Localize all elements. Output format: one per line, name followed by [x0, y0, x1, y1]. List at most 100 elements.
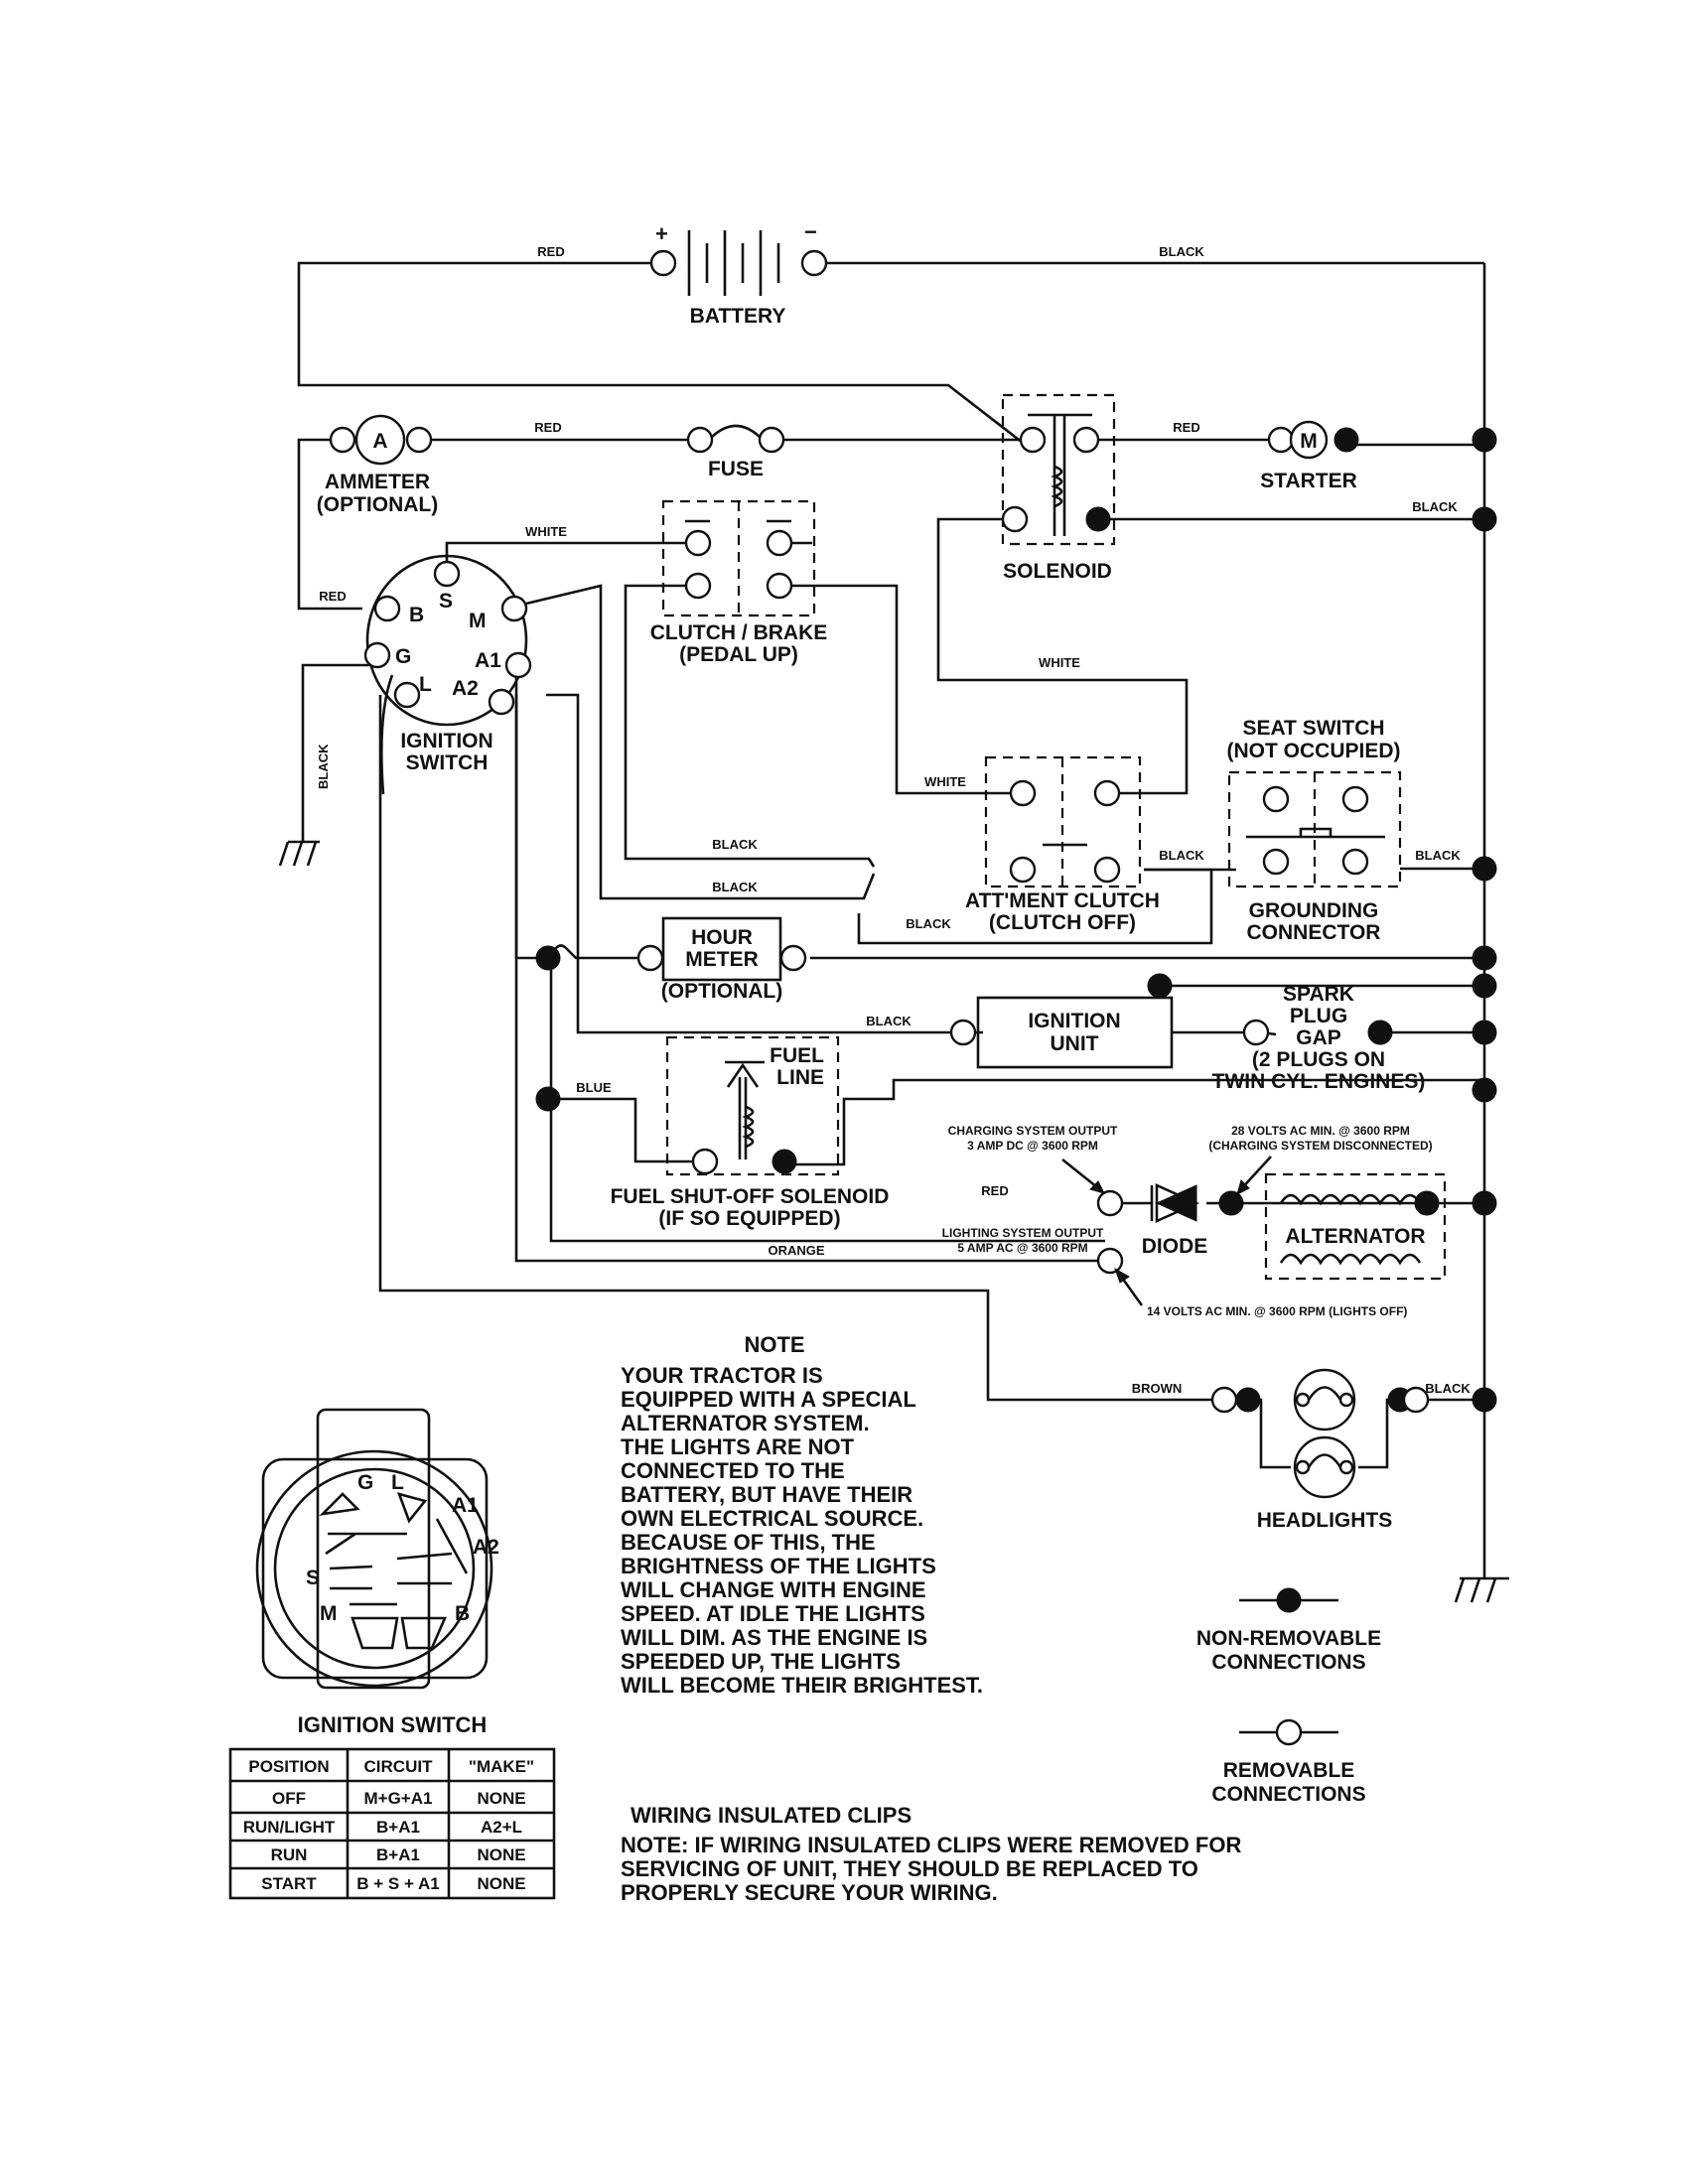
legend-removable-sublabel: CONNECTIONS: [1211, 1783, 1365, 1806]
ground-symbol-right: [1454, 1576, 1509, 1603]
note-line: BECAUSE OF THIS, THE: [621, 1530, 876, 1555]
grounding-connector-sublabel: CONNECTOR: [1247, 921, 1381, 944]
wire-label-red-charging: RED: [981, 1183, 1008, 1198]
attachment-clutch-switch: ATT'MENT CLUTCH (CLUTCH OFF): [965, 755, 1160, 934]
spark-plug-label-1: SPARK: [1283, 983, 1354, 1006]
legend-removable-label: REMOVABLE: [1223, 1759, 1355, 1782]
note-line: OWN ELECTRICAL SOURCE.: [621, 1506, 923, 1531]
wire-label-white-clutch: WHITE: [525, 524, 567, 539]
hour-meter: HOUR METER (OPTIONAL): [636, 916, 807, 1003]
note-line: SPEEDED UP, THE LIGHTS: [621, 1649, 901, 1674]
ignition-unit-sublabel: UNIT: [1051, 1032, 1099, 1055]
clutch-brake-switch: CLUTCH / BRAKE (PEDAL UP): [650, 499, 828, 666]
seat-switch-label: SEAT SWITCH: [1242, 717, 1384, 740]
solenoid-label: SOLENOID: [1003, 560, 1112, 583]
table-header: POSITION: [248, 1757, 329, 1776]
diode-label: DIODE: [1142, 1235, 1208, 1258]
wire-label-black-clutch-2: BLACK: [712, 880, 758, 894]
ignition-switch-face: G L A1 A2 S M B: [255, 1408, 499, 1690]
alternator-rating-sublabel: (CHARGING SYSTEM DISCONNECTED): [1208, 1139, 1432, 1153]
table-header: "MAKE": [469, 1757, 534, 1776]
note-line: EQUIPPED WITH A SPECIAL: [621, 1387, 916, 1412]
wire-label-blue: BLUE: [576, 1080, 612, 1095]
charging-output-rating: 3 AMP DC @ 3600 RPM: [967, 1139, 1098, 1153]
wire-label-red-battery: RED: [537, 244, 564, 259]
wire-label-black-battery: BLACK: [1159, 244, 1204, 259]
spark-plug-label-2: PLUG: [1290, 1005, 1347, 1027]
table-cell: NONE: [477, 1874, 525, 1893]
ignition-switch-schematic: B S M G A1 L A2 IGNITION SWITCH: [363, 554, 532, 795]
fuse-label: FUSE: [708, 458, 764, 480]
table-cell: RUN: [271, 1845, 308, 1864]
ignition-terminal-s: S: [439, 590, 453, 613]
starter: M STARTER: [1260, 420, 1359, 492]
table-header: CIRCUIT: [364, 1757, 434, 1776]
note-line: SPEED. AT IDLE THE LIGHTS: [621, 1601, 925, 1626]
switch-face-g: G: [357, 1471, 373, 1494]
solenoid: SOLENOID: [1001, 393, 1116, 583]
alternator-rating-label: 28 VOLTS AC MIN. @ 3600 RPM: [1231, 1124, 1410, 1138]
note-block: NOTE YOUR TRACTOR IS EQUIPPED WITH A SPE…: [621, 1332, 983, 1698]
battery-minus-label: −: [804, 219, 817, 244]
ignition-switch-table: IGNITION SWITCH POSITION CIRCUIT "MAKE" …: [228, 1712, 556, 1900]
starter-label: STARTER: [1260, 470, 1357, 492]
fuel-solenoid-label: FUEL SHUT-OFF SOLENOID: [611, 1185, 890, 1208]
note-line: CONNECTED TO THE: [621, 1458, 845, 1483]
table-cell: M+G+A1: [364, 1789, 433, 1808]
note-line: BATTERY, BUT HAVE THEIR: [621, 1482, 912, 1507]
wire-label-black-ground: BLACK: [316, 744, 331, 789]
switch-table-title: IGNITION SWITCH: [298, 1712, 488, 1737]
spark-plug-label-4: (2 PLUGS ON: [1252, 1048, 1385, 1071]
table-cell: A2+L: [481, 1818, 522, 1837]
ignition-unit-label: IGNITION: [1028, 1010, 1120, 1032]
headlights-label: HEADLIGHTS: [1257, 1509, 1393, 1532]
wire-color-labels: RED BLACK RED RED BLACK WHITE RED WHITE …: [319, 244, 1471, 1396]
lights-rating-label: 14 VOLTS AC MIN. @ 3600 RPM (LIGHTS OFF): [1147, 1304, 1407, 1318]
fuel-line-label: FUEL: [770, 1044, 824, 1067]
ignition-terminal-a2: A2: [452, 677, 479, 700]
switch-face-l: L: [391, 1471, 404, 1494]
legend: NON-REMOVABLE CONNECTIONS REMOVABLE CONN…: [1196, 1587, 1381, 1806]
note-line: WILL BECOME THEIR BRIGHTEST.: [621, 1673, 983, 1698]
ignition-unit: IGNITION UNIT: [949, 996, 1174, 1069]
headlights: HEADLIGHTS: [1210, 1368, 1430, 1532]
hour-meter-optional: (OPTIONAL): [661, 980, 782, 1003]
grounding-connector-label: GROUNDING: [1249, 899, 1379, 922]
table-cell: RUN/LIGHT: [243, 1818, 336, 1837]
table-cell: OFF: [272, 1789, 306, 1808]
wire-label-white-attachment: WHITE: [924, 774, 966, 789]
wire-label-black-seat-1: BLACK: [1159, 848, 1204, 863]
wire-label-black-headlights: BLACK: [1425, 1381, 1471, 1396]
switch-face-b: B: [455, 1602, 470, 1625]
note-line: ALTERNATOR SYSTEM.: [621, 1411, 870, 1435]
clutch-brake-label: CLUTCH / BRAKE: [650, 621, 828, 644]
ignition-switch-label: IGNITION: [400, 730, 492, 752]
clips-title: WIRING INSULATED CLIPS: [631, 1803, 912, 1828]
attachment-clutch-sublabel: (CLUTCH OFF): [989, 911, 1136, 934]
hour-meter-label-2: METER: [685, 948, 759, 971]
ammeter: A AMMETER (OPTIONAL): [317, 414, 438, 516]
wire-label-red-starter: RED: [1173, 420, 1199, 435]
clips-line: NOTE: IF WIRING INSULATED CLIPS WERE REM…: [621, 1833, 1241, 1857]
battery-label: BATTERY: [690, 305, 786, 328]
alternator-label: ALTERNATOR: [1285, 1225, 1425, 1248]
charging-output-label: CHARGING SYSTEM OUTPUT: [948, 1124, 1118, 1138]
seat-switch-sublabel: (NOT OCCUPIED): [1227, 740, 1401, 762]
wire-label-black-clutch-1: BLACK: [712, 837, 758, 852]
note-line: YOUR TRACTOR IS: [621, 1363, 823, 1388]
legend-non-removable-sublabel: CONNECTIONS: [1211, 1651, 1365, 1674]
note-title: NOTE: [744, 1332, 804, 1357]
clips-line: SERVICING OF UNIT, THEY SHOULD BE REPLAC…: [621, 1856, 1198, 1881]
battery-plus-label: +: [655, 221, 668, 246]
table-cell: NONE: [477, 1845, 525, 1864]
lighting-output-rating: 5 AMP AC @ 3600 RPM: [957, 1241, 1087, 1255]
fuel-solenoid-sublabel: (IF SO EQUIPPED): [658, 1207, 840, 1230]
switch-face-m: M: [320, 1602, 338, 1625]
note-line: WILL CHANGE WITH ENGINE: [621, 1577, 926, 1602]
hour-meter-label: HOUR: [691, 926, 753, 949]
fuel-line-label-2: LINE: [776, 1066, 824, 1089]
wire-label-red-fuse: RED: [534, 420, 561, 435]
legend-non-removable-label: NON-REMOVABLE: [1196, 1627, 1381, 1650]
table-cell: B+A1: [376, 1818, 420, 1837]
table-cell: START: [261, 1874, 317, 1893]
